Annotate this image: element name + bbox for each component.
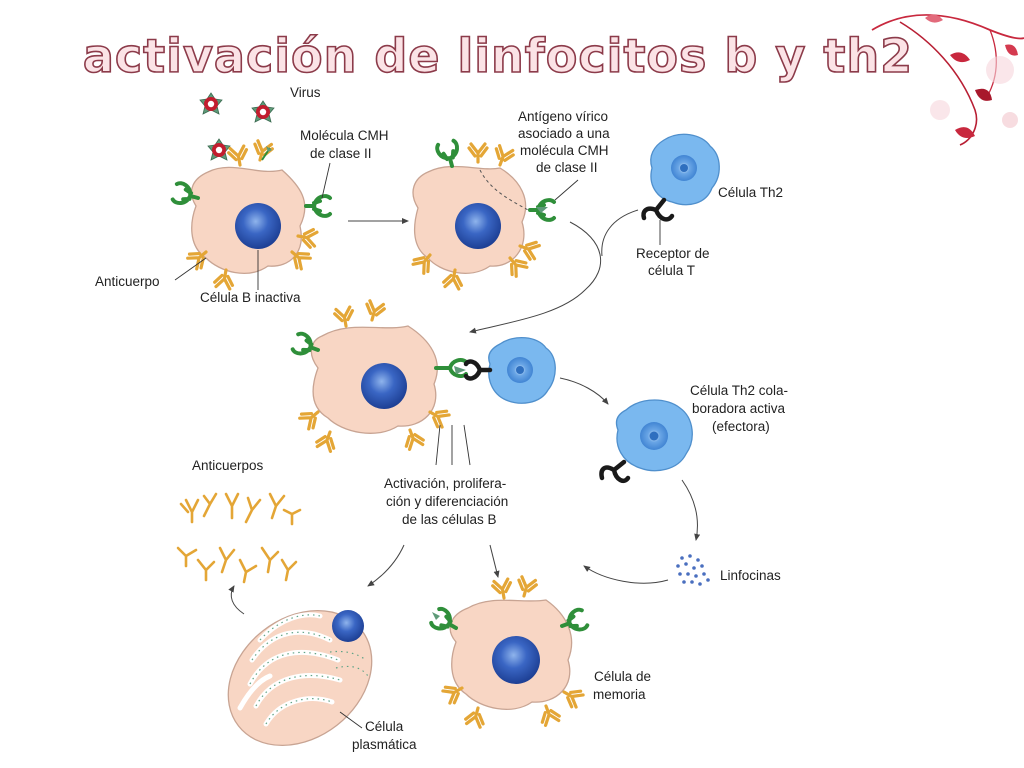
lymphokines-dots: [676, 554, 710, 586]
label-antigen-line-1: Antígeno vírico: [518, 109, 608, 124]
label-virus: Virus: [290, 85, 321, 100]
label-memory-line-1: Célula de: [594, 669, 651, 684]
label-th2-cell: Célula Th2: [718, 185, 783, 200]
b-cell-inactive: [170, 138, 332, 291]
label-antibody: Anticuerpo: [95, 274, 160, 289]
label-antigen-line-3: molécula CMH: [520, 143, 609, 158]
virus-icon: [251, 100, 275, 123]
label-memory-line-2: memoria: [593, 687, 646, 702]
label-active-th2-line-1: Célula Th2 cola-: [690, 383, 788, 398]
label-activation-line-1: Activación, prolifera-: [384, 476, 506, 491]
free-antibodies: [176, 492, 302, 584]
label-mhc-line-1: Molécula CMH: [300, 128, 389, 143]
nucleus: [235, 203, 281, 249]
label-tcr-line-1: Receptor de: [636, 246, 710, 261]
memory-b-cell: [428, 574, 590, 730]
label-antigen-line-2: asociado a una: [518, 126, 610, 141]
b-cell-bound-to-th2: [290, 298, 468, 454]
label-plasma-line-2: plasmática: [352, 737, 417, 752]
label-activation-line-3: de las células B: [402, 512, 497, 527]
label-plasma-line-1: Célula: [365, 719, 404, 734]
virus-icon: [207, 138, 231, 161]
label-active-th2-line-2: boradora activa: [692, 401, 786, 416]
page-title: activación de linfocitos b y th2: [83, 29, 913, 83]
label-antigen-line-4: de clase II: [536, 160, 598, 175]
floral-corner-decoration: [871, 14, 1024, 146]
label-mhc-line-2: de clase II: [310, 146, 372, 161]
label-lymphokines: Linfocinas: [720, 568, 781, 583]
th2-cell-bound: [463, 337, 556, 404]
label-activation-line-2: ción y diferenciación: [386, 494, 508, 509]
label-antibodies: Anticuerpos: [192, 458, 264, 473]
b-cell-antigen-presenting: [409, 138, 556, 291]
label-tcr-line-2: célula T: [648, 263, 695, 278]
plasma-cell: [227, 609, 373, 747]
th2-cell-active: [599, 399, 693, 483]
virus-icon: [199, 92, 223, 115]
label-inactive-b-cell: Célula B inactiva: [200, 290, 301, 305]
label-active-th2-line-3: (efectora): [712, 419, 770, 434]
th2-cell: [641, 133, 720, 222]
